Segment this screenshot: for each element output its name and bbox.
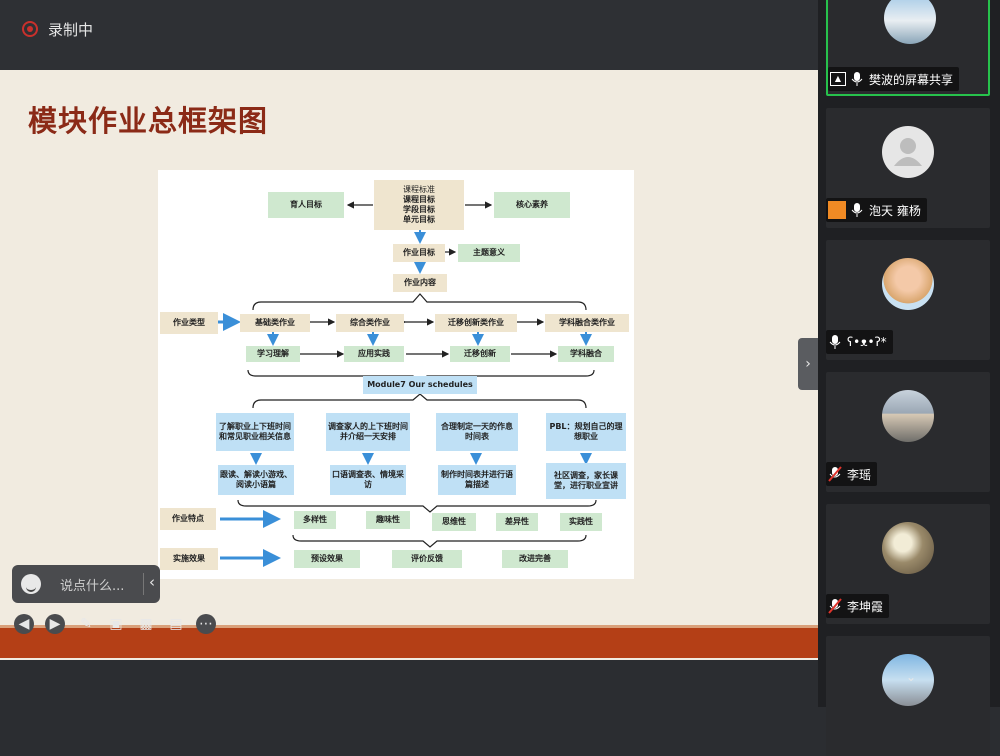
standards-line-3: 学段目标 [403, 205, 435, 214]
participant-tile[interactable]: ʕ•ᴥ•ʔ* [826, 240, 990, 360]
pen-icon[interactable]: ✎ [80, 616, 92, 632]
type-basic: 基础类作业 [240, 314, 310, 332]
participant-tile[interactable]: 李坤霞 [826, 504, 990, 624]
recording-label: 录制中 [48, 21, 94, 39]
record-icon [22, 21, 38, 37]
effect-expected: 预设效果 [294, 550, 360, 568]
task-1: 了解职业上下班时间和常见职业相关信息 [216, 413, 294, 451]
chat-input-bar[interactable]: 说点什么... ‹ [12, 565, 160, 603]
type-comprehensive: 综合类作业 [336, 314, 404, 332]
chevron-left-icon[interactable]: ‹ [149, 573, 155, 591]
avatar [882, 654, 934, 706]
top-bar: 录制中 [0, 0, 818, 70]
mic-muted-icon [828, 466, 844, 482]
effect-improvement: 改进完善 [502, 550, 568, 568]
comment-icon[interactable]: ▤ [169, 616, 183, 632]
participant-tile[interactable]: ▲ 樊波的屏幕共享 [826, 0, 990, 96]
chat-divider [143, 573, 144, 595]
participant-nameplate: 李瑶 [826, 462, 878, 486]
avatar [882, 522, 934, 574]
feature-thinking: 思维性 [432, 513, 476, 531]
chat-placeholder[interactable]: 说点什么... [60, 579, 125, 594]
shared-slide: 模块作业总框架图 [0, 70, 818, 660]
participant-tile[interactable]: 李瑶 [826, 372, 990, 492]
label-features: 作业特点 [160, 508, 216, 530]
activity-1: 跟读、解读小游戏、阅读小语篇 [218, 465, 294, 495]
node-homework-goal: 作业目标 [393, 244, 445, 262]
avatar [882, 126, 934, 178]
standards-line-4: 单元目标 [403, 215, 435, 224]
participant-tile[interactable]: 泡天 雍杨 [826, 108, 990, 228]
ability-learning: 学习理解 [246, 346, 300, 362]
node-education-goal: 育人目标 [268, 192, 344, 218]
effect-feedback: 评价反馈 [392, 550, 462, 568]
prev-icon[interactable]: ◀ [14, 614, 34, 634]
avatar [884, 0, 936, 44]
avatar [882, 258, 934, 310]
feature-diversity: 多样性 [294, 511, 336, 529]
next-icon[interactable]: ▶ [45, 614, 65, 634]
activity-2: 口语调查表、情境采访 [330, 465, 406, 495]
label-homework-types: 作业类型 [160, 312, 218, 334]
node-core-literacy: 核心素养 [494, 192, 570, 218]
screenshot-icon[interactable]: ▣ [109, 616, 123, 632]
node-standards: 课程标准 课程目标 学段目标 单元目标 [374, 180, 464, 230]
participant-name: 泡天 雍杨 [869, 203, 921, 218]
participant-tile[interactable] [826, 636, 990, 756]
camera-icon[interactable]: ▩ [139, 616, 153, 632]
participant-nameplate: 李坤霞 [826, 594, 890, 618]
ability-transfer: 迁移创新 [450, 346, 510, 362]
standards-line-1: 课程标准 [403, 185, 435, 194]
emoji-icon[interactable] [21, 574, 41, 594]
participant-nameplate: ▲ 樊波的屏幕共享 [828, 67, 960, 91]
chevron-down-icon[interactable]: ⌄ [906, 670, 917, 684]
feature-practice: 实践性 [560, 513, 602, 531]
participant-name: 樊波的屏幕共享 [869, 72, 954, 87]
activity-3: 制作时间表并进行语篇描述 [438, 465, 516, 495]
mic-icon [850, 202, 866, 218]
framework-diagram: 育人目标 课程标准 课程目标 学段目标 单元目标 核心素养 作业目标 主题意义 … [158, 170, 634, 579]
activity-4: 社区调查，家长课堂，进行职业宣讲 [546, 463, 626, 499]
avatar [882, 390, 934, 442]
feature-differentiation: 差异性 [496, 513, 538, 531]
participant-name: 李坤霞 [847, 599, 884, 614]
type-transfer-innovation: 迁移创新类作业 [435, 314, 517, 332]
participant-nameplate: 泡天 雍杨 [826, 198, 927, 222]
sidebar-collapse-button[interactable]: › [798, 338, 818, 390]
user-badge-icon [828, 201, 846, 219]
slide-title: 模块作业总框架图 [28, 104, 269, 138]
node-theme-meaning: 主题意义 [458, 244, 520, 262]
standards-line-2: 课程目标 [403, 195, 435, 204]
participant-name: ʕ•ᴥ•ʔ* [847, 335, 887, 349]
participant-nameplate: ʕ•ᴥ•ʔ* [826, 330, 893, 354]
task-2: 调查家人的上下班时间并介绍一天安排 [326, 413, 410, 451]
ability-application: 应用实践 [344, 346, 404, 362]
node-homework-content: 作业内容 [393, 274, 447, 292]
task-3: 合理制定一天的作息时间表 [436, 413, 518, 451]
task-4: PBL：规划自己的理想职业 [546, 413, 626, 451]
ability-integration: 学科融合 [558, 346, 614, 362]
feature-fun: 趣味性 [366, 511, 410, 529]
mic-icon [828, 334, 844, 350]
node-module: Module7 Our schedules [363, 376, 477, 394]
mic-muted-icon [828, 598, 844, 614]
type-interdisciplinary: 学科融合类作业 [545, 314, 629, 332]
label-effects: 实施效果 [160, 548, 218, 570]
more-icon[interactable]: ⋯ [196, 614, 216, 634]
screen-share-icon: ▲ [830, 72, 846, 86]
slide-footer-band [0, 625, 818, 658]
mic-icon [850, 71, 866, 87]
participant-sidebar: ▲ 樊波的屏幕共享 泡天 雍杨 ʕ•ᴥ•ʔ* 李瑶 李坤 [818, 0, 1000, 756]
participant-name: 李瑶 [847, 467, 872, 482]
